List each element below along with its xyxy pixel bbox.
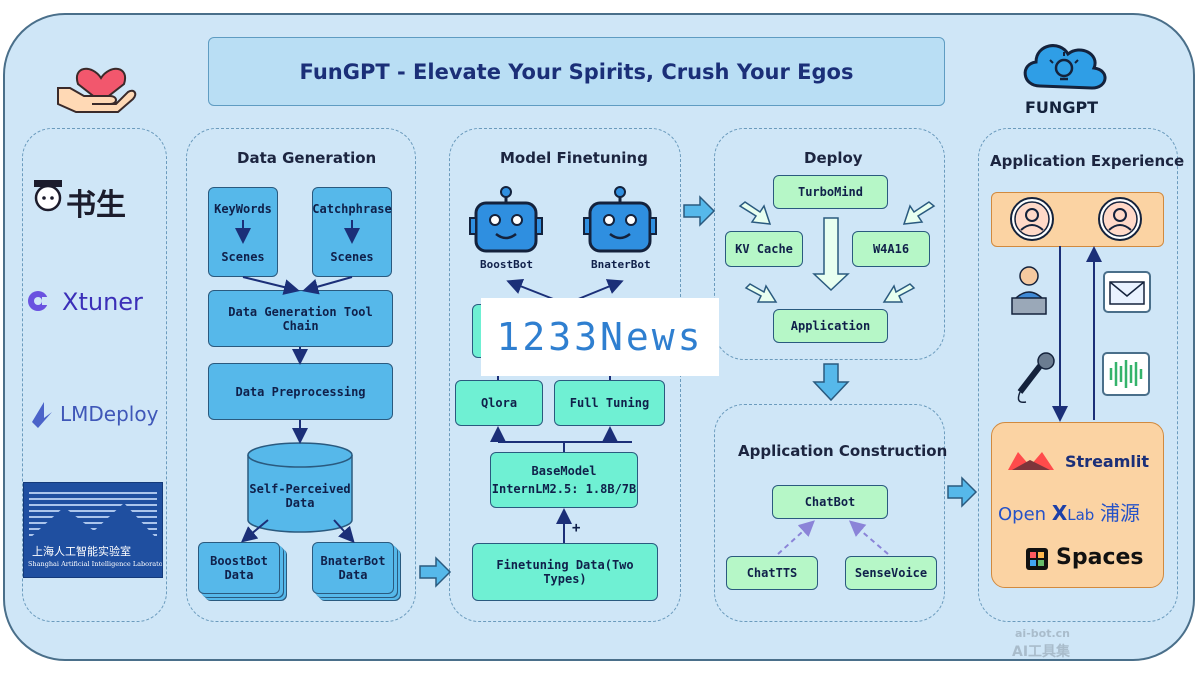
w4a16-box: W4A16 (852, 231, 930, 267)
chattts-box: ChatTTS (726, 556, 818, 590)
data-generation-panel (186, 128, 416, 622)
user-avatar-icon-1 (1010, 197, 1054, 241)
logos-panel (22, 128, 167, 622)
openxlab-open: Open (998, 504, 1047, 525)
scenes-label-2: Scenes (330, 250, 374, 264)
bnaterbot-data-box: BnaterBot Data (312, 542, 394, 594)
lab-name-cn: 上海人工智能实验室 (32, 545, 131, 558)
basemodel-box: BaseModel InternLM2.5: 1.8B/7B (490, 452, 638, 508)
data-preprocessing-box: Data Preprocessing (208, 363, 393, 420)
boostbot-data-line2: Data (224, 568, 254, 582)
xtuner-logo-text: Xtuner (62, 288, 143, 316)
boostbot-data-line1: BoostBot (210, 554, 268, 568)
corner-watermark-2: AI工具集 (1012, 644, 1071, 660)
self-perceived-line1: Self-Perceived (249, 482, 351, 496)
brand-name: FUNGPT (1025, 98, 1099, 117)
basemodel-line2: InternLM2.5: 1.8B/7B (491, 482, 637, 496)
qlora-box: Qlora (455, 380, 543, 426)
application-box: Application (773, 309, 888, 343)
application-experience-title: Application Experience (990, 152, 1185, 170)
deploy-panel (714, 128, 945, 360)
user-avatar-icons (1010, 197, 1142, 241)
basemodel-line1: BaseModel (531, 464, 597, 478)
shusheng-logo-text: 书生 (66, 188, 126, 223)
shanghai-ai-lab-logo: 上海人工智能实验室 Shanghai Artificial Intelligen… (23, 482, 163, 578)
bnaterbot-label: BnaterBot (591, 258, 651, 271)
catchphrase-box: Catchphrase Scenes (312, 187, 392, 277)
sensevoice-box: SenseVoice (845, 556, 937, 590)
boostbot-label: BoostBot (480, 258, 533, 271)
application-construction-title: Application Construction (738, 442, 948, 460)
openxlab-x: X (1051, 501, 1068, 525)
lab-emblem-icon (29, 492, 157, 539)
corner-watermark-1: ai-bot.cn (1015, 627, 1070, 640)
turbomind-box: TurboMind (773, 175, 888, 209)
streamlit-label: Streamlit (1065, 452, 1149, 471)
kv-cache-box: KV Cache (725, 231, 803, 267)
lmdeploy-logo-text: LMDeploy (60, 402, 159, 426)
deploy-title: Deploy (804, 149, 863, 167)
catchphrase-label: Catchphrase (312, 202, 392, 216)
model-finetuning-title: Model Finetuning (500, 149, 648, 167)
self-perceived-data-label: Self-Perceived Data (248, 476, 352, 516)
finetuning-data-box: Finetuning Data(Two Types) (472, 543, 658, 601)
spaces-label: Spaces (1056, 545, 1144, 570)
openxlab-cn: 浦源 (1100, 501, 1141, 525)
users-box (991, 192, 1164, 247)
bnaterbot-data-line1: BnaterBot (320, 554, 386, 568)
overlay-watermark: 1233News (481, 298, 719, 376)
data-generation-title: Data Generation (237, 149, 377, 167)
platforms-box (991, 422, 1164, 588)
plus-sign: + (572, 520, 581, 536)
user-avatar-icon-2 (1098, 197, 1142, 241)
boostbot-data-box: BoostBot Data (198, 542, 280, 594)
keywords-label: KeyWords (214, 202, 272, 216)
page-title: FunGPT - Elevate Your Spirits, Crush You… (208, 37, 945, 106)
bnaterbot-data-line2: Data (338, 568, 368, 582)
scenes-label: Scenes (221, 250, 265, 264)
application-experience-panel (978, 128, 1178, 622)
data-generation-toolchain-box: Data Generation Tool Chain (208, 290, 393, 347)
self-perceived-line2: Data (285, 496, 315, 510)
openxlab-lab: Lab (1067, 506, 1095, 524)
keywords-box: KeyWords Scenes (208, 187, 278, 277)
openxlab-logo: Open XLab 浦源 (998, 497, 1140, 526)
full-tuning-box: Full Tuning (554, 380, 665, 426)
chatbot-box: ChatBot (772, 485, 888, 519)
lab-name-en: Shanghai Artificial Intelligence Laborat… (28, 560, 163, 568)
application-construction-panel (714, 404, 945, 622)
